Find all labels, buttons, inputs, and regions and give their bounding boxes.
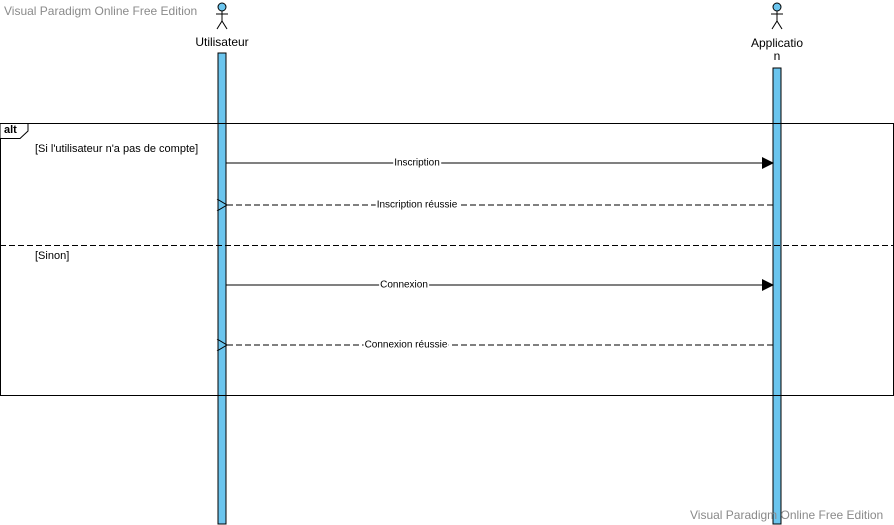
watermark-bottom-right: Visual Paradigm Online Free Edition: [690, 508, 884, 522]
guard-second-operand: [Sinon]: [35, 250, 70, 262]
alt-fragment-frame[interactable]: [0, 123, 894, 396]
alt-operator-label: alt: [4, 124, 17, 136]
actor-application-name-line1: Applicatio: [750, 36, 804, 50]
message-connexion-label: Connexion: [379, 279, 429, 291]
guard-first-operand: [Si l'utilisateur n'a pas de compte]: [35, 143, 199, 155]
actor-utilisateur-icon: [216, 2, 228, 30]
actor-utilisateur-label: Utilisateur: [182, 36, 262, 49]
message-connexion-reussie-label: Connexion réussie: [363, 339, 449, 351]
application-activation-bar[interactable]: [772, 67, 782, 525]
actor-utilisateur-name: Utilisateur: [195, 35, 249, 49]
message-inscription-reussie-label: Inscription réussie: [375, 199, 459, 211]
actor-application-icon: [771, 2, 783, 30]
actor-application-label: Applicatio n: [737, 37, 817, 63]
watermark-top-left: Visual Paradigm Online Free Edition: [4, 4, 198, 18]
alt-fragment-tag: [0, 123, 29, 139]
actor-application-name-line2: n: [773, 49, 781, 63]
utilisateur-activation-bar[interactable]: [217, 52, 227, 525]
message-inscription-label: Inscription: [393, 157, 441, 169]
